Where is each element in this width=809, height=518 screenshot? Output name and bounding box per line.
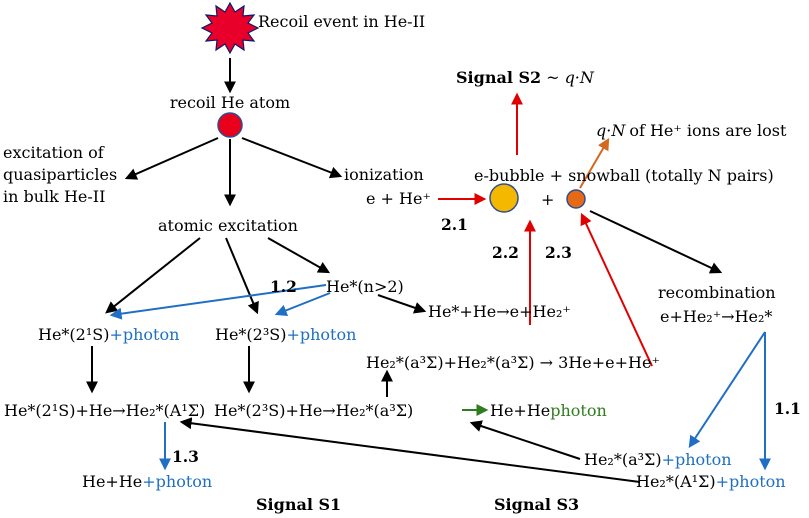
ebubble-circle bbox=[489, 183, 519, 213]
he2-a3-photon-label: He₂*(a³Σ)+photon bbox=[584, 450, 732, 469]
arrow-lost bbox=[579, 137, 610, 189]
he-he-green-label: He+Hephoton bbox=[490, 401, 607, 420]
he-n2-label: He*(n>2) bbox=[326, 277, 404, 296]
green-photon-text: photon bbox=[550, 401, 607, 420]
he21s-text: He*(2¹S) bbox=[38, 325, 109, 344]
arrow-hen2-to-he23s bbox=[274, 292, 331, 317]
red-arrows bbox=[438, 92, 653, 367]
atomic-excitation-label: atomic excitation bbox=[158, 216, 298, 235]
arrow-atom-to-ionization bbox=[241, 137, 343, 179]
arrow-hen2-to-reaction bbox=[377, 294, 427, 314]
recoil-atom-label: recoil He atom bbox=[170, 93, 290, 112]
recoil-atom-circle bbox=[217, 112, 243, 138]
blue-arrows bbox=[109, 284, 771, 471]
he23s-he-label: He*(2³S)+He→He₂*(a³Σ) bbox=[214, 401, 413, 420]
pathway-2-3: 2.3 bbox=[545, 243, 572, 262]
quasi-line-1: excitation of bbox=[3, 143, 105, 162]
arrow-hen2-to-he21s bbox=[109, 284, 327, 320]
pathway-2-2: 2.2 bbox=[492, 243, 519, 262]
recoil-event-label: Recoil event in He-II bbox=[258, 12, 425, 31]
arrow-snowball-to-recomb bbox=[589, 210, 723, 274]
he23s-text: He*(2³S) bbox=[215, 325, 286, 344]
signal-s2-label: Signal S2 ~ q·N bbox=[456, 68, 595, 87]
he-he-photon-s1: He+He+photon bbox=[82, 472, 212, 491]
signal-s1-label: Signal S1 bbox=[256, 495, 341, 514]
ionization-label: ionization bbox=[344, 165, 424, 184]
bubble-pair-label: e-bubble + snowball (totally N pairs) bbox=[474, 166, 774, 185]
black-arrows bbox=[86, 58, 723, 483]
arrow-atom-to-quasi bbox=[124, 137, 219, 180]
arrow-23 bbox=[580, 212, 653, 367]
quasi-line-2: quasiparticles bbox=[3, 165, 117, 184]
he2-a3-photon-text: +photon bbox=[662, 450, 732, 469]
he2-A1-text: He₂*(A¹Σ) bbox=[636, 472, 716, 491]
starburst-icon bbox=[200, 1, 260, 55]
plus-sign: + bbox=[541, 190, 554, 209]
lost-formula: q·N bbox=[596, 121, 626, 140]
pathway-1-1: 1.1 bbox=[774, 399, 801, 418]
snowball-circle bbox=[566, 189, 586, 209]
arrow-a3-to-he23s-product bbox=[469, 420, 581, 460]
e-he-plus-label: e + He⁺ bbox=[366, 189, 431, 208]
recombination-label: recombination bbox=[658, 283, 776, 302]
recombination-eq: e+He₂⁺→He₂* bbox=[660, 307, 772, 326]
quasi-line-3: in bulk He-II bbox=[3, 187, 105, 206]
pathway-1-2: 1.2 bbox=[270, 277, 297, 296]
he23s-photon-text: +photon bbox=[286, 325, 356, 344]
arrow-A1-to-he21s-product bbox=[179, 417, 641, 483]
s2-formula: q·N bbox=[565, 68, 595, 87]
arrow-atomic-to-he23s bbox=[225, 237, 259, 315]
he21s-photon-text: +photon bbox=[109, 325, 179, 344]
signal-s3-label: Signal S3 bbox=[494, 495, 579, 514]
he21s-photon-label: He*(2¹S)+photon bbox=[38, 325, 179, 344]
penning-label: He₂*(a³Σ)+He₂*(a³Σ) → 3He+e+He⁺ bbox=[366, 353, 660, 372]
arrow-atomic-to-he21s bbox=[105, 237, 201, 314]
arrow-recomb-to-a3 bbox=[688, 331, 766, 449]
pathway-1-3: 1.3 bbox=[172, 447, 199, 466]
s2-name: Signal S2 bbox=[456, 68, 541, 87]
he-he-text: He+He bbox=[490, 401, 550, 420]
he-n2-reaction-label: He*+He→e+He₂⁺ bbox=[428, 302, 571, 321]
s1-photon-text: +photon bbox=[142, 472, 212, 491]
lost-text: of He⁺ ions are lost bbox=[629, 121, 787, 140]
he2-a3-text: He₂*(a³Σ) bbox=[584, 450, 662, 469]
he21s-he-label: He*(2¹S)+He→He₂*(A¹Σ) bbox=[4, 401, 205, 420]
he2-A1-photon-label: He₂*(A¹Σ)+photon bbox=[636, 472, 786, 491]
he2-A1-photon-text: +photon bbox=[716, 472, 786, 491]
s2-rel: ~ bbox=[546, 68, 559, 87]
he-he2-text: He+He bbox=[82, 472, 142, 491]
arrow-atomic-to-hen2 bbox=[267, 237, 331, 274]
he23s-photon-label: He*(2³S)+photon bbox=[215, 325, 356, 344]
pathway-2-1: 2.1 bbox=[441, 215, 468, 234]
